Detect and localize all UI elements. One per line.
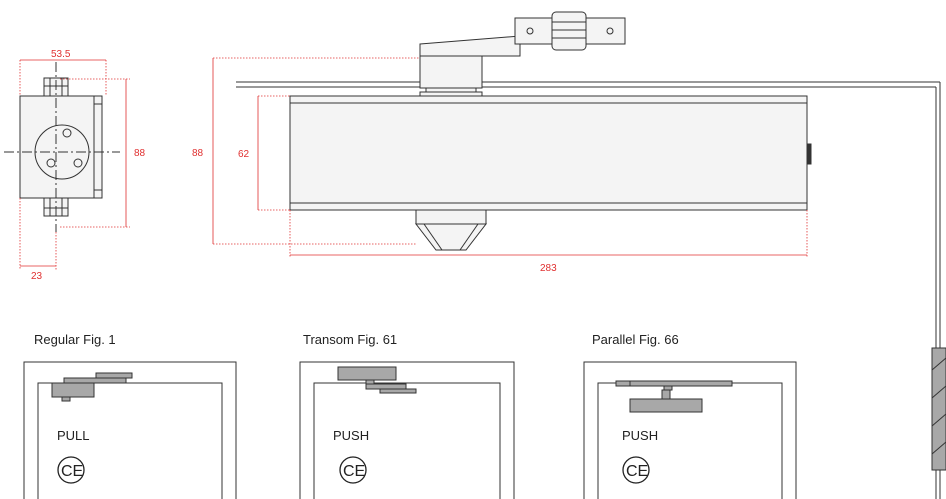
closer-body-icon [51, 382, 95, 398]
closer-shaft-icon [61, 396, 71, 402]
closer-body-icon [337, 366, 397, 381]
ce-mark-text: CE [343, 463, 365, 480]
ce-mark-icon: CE [622, 456, 650, 484]
side-view-hole-right [73, 158, 83, 168]
side-view-body [19, 95, 103, 199]
closer-arm-icon [365, 383, 407, 390]
ce-mark-icon: CE [57, 456, 85, 484]
closer-body-icon [629, 398, 703, 413]
door-frame-outer [583, 361, 797, 499]
dim-front-length: 283 [540, 263, 557, 274]
closer-arm-icon [63, 377, 127, 384]
pinion-cone-line-1 [423, 223, 443, 251]
side-view [4, 62, 120, 232]
shaft-ring [425, 87, 477, 93]
dim-side-width: 53.5 [51, 49, 71, 60]
figure-caption: Transom Fig. 61 [303, 332, 397, 347]
figure-transom: Transom Fig. 61 PUSH CE [299, 332, 515, 499]
hinge-hatch-1 [931, 357, 946, 371]
pinion-cone [414, 223, 488, 251]
adjust-valve-icon [806, 143, 812, 165]
front-view-dimensions [212, 57, 808, 258]
closer-arm-shoe-icon [615, 380, 631, 387]
closer-arm-shoe-icon [95, 372, 133, 379]
door-frame-outer [23, 361, 237, 499]
figure-parallel: Parallel Fig. 66 PUSH CE [583, 332, 797, 499]
hinge-hatch-2 [931, 385, 946, 399]
arm-shoe-clamp [551, 11, 587, 51]
closer-shaft-icon [365, 379, 375, 385]
hinge-hatch-4 [931, 441, 946, 455]
figure-caption: Regular Fig. 1 [34, 332, 116, 347]
shaft-collar [419, 91, 483, 97]
hinge-hatch-3 [931, 413, 946, 427]
door-frame-inner [37, 382, 223, 499]
door-label: PUSH [333, 428, 369, 443]
ce-mark-icon: CE [339, 456, 367, 484]
door-label: PUSH [622, 428, 658, 443]
dim-front-body-height: 62 [238, 149, 250, 160]
dim-side-height: 88 [134, 148, 146, 159]
front-view [236, 11, 946, 499]
arm-screw-right [606, 27, 614, 35]
hinge-icon [931, 347, 946, 471]
closer-arm [419, 35, 521, 57]
dim-front-total-height: 88 [192, 148, 204, 159]
figure-regular: Regular Fig. 1 PULL CE [23, 332, 237, 499]
figure-caption: Parallel Fig. 66 [592, 332, 679, 347]
side-view-dimensions [19, 59, 130, 270]
side-view-hole-left [46, 158, 56, 168]
pinion-nut [415, 209, 487, 225]
closer-arm-icon [615, 380, 733, 387]
closer-pinion-icon [661, 389, 671, 400]
arm-screw-left [526, 27, 534, 35]
closer-shaft-icon [663, 385, 673, 391]
pinion-cone-line-2 [459, 223, 479, 251]
closer-arm-shoe-icon [379, 388, 417, 394]
door-frame-outer [299, 361, 515, 499]
arm-hub [419, 55, 483, 89]
door-label: PULL [57, 428, 90, 443]
side-view-hole-top [62, 128, 72, 138]
door-frame-inner [313, 382, 501, 499]
closer-body [289, 95, 808, 211]
ce-mark-text: CE [626, 463, 648, 480]
ce-mark-text: CE [61, 463, 83, 480]
dim-side-offset: 23 [31, 271, 43, 282]
